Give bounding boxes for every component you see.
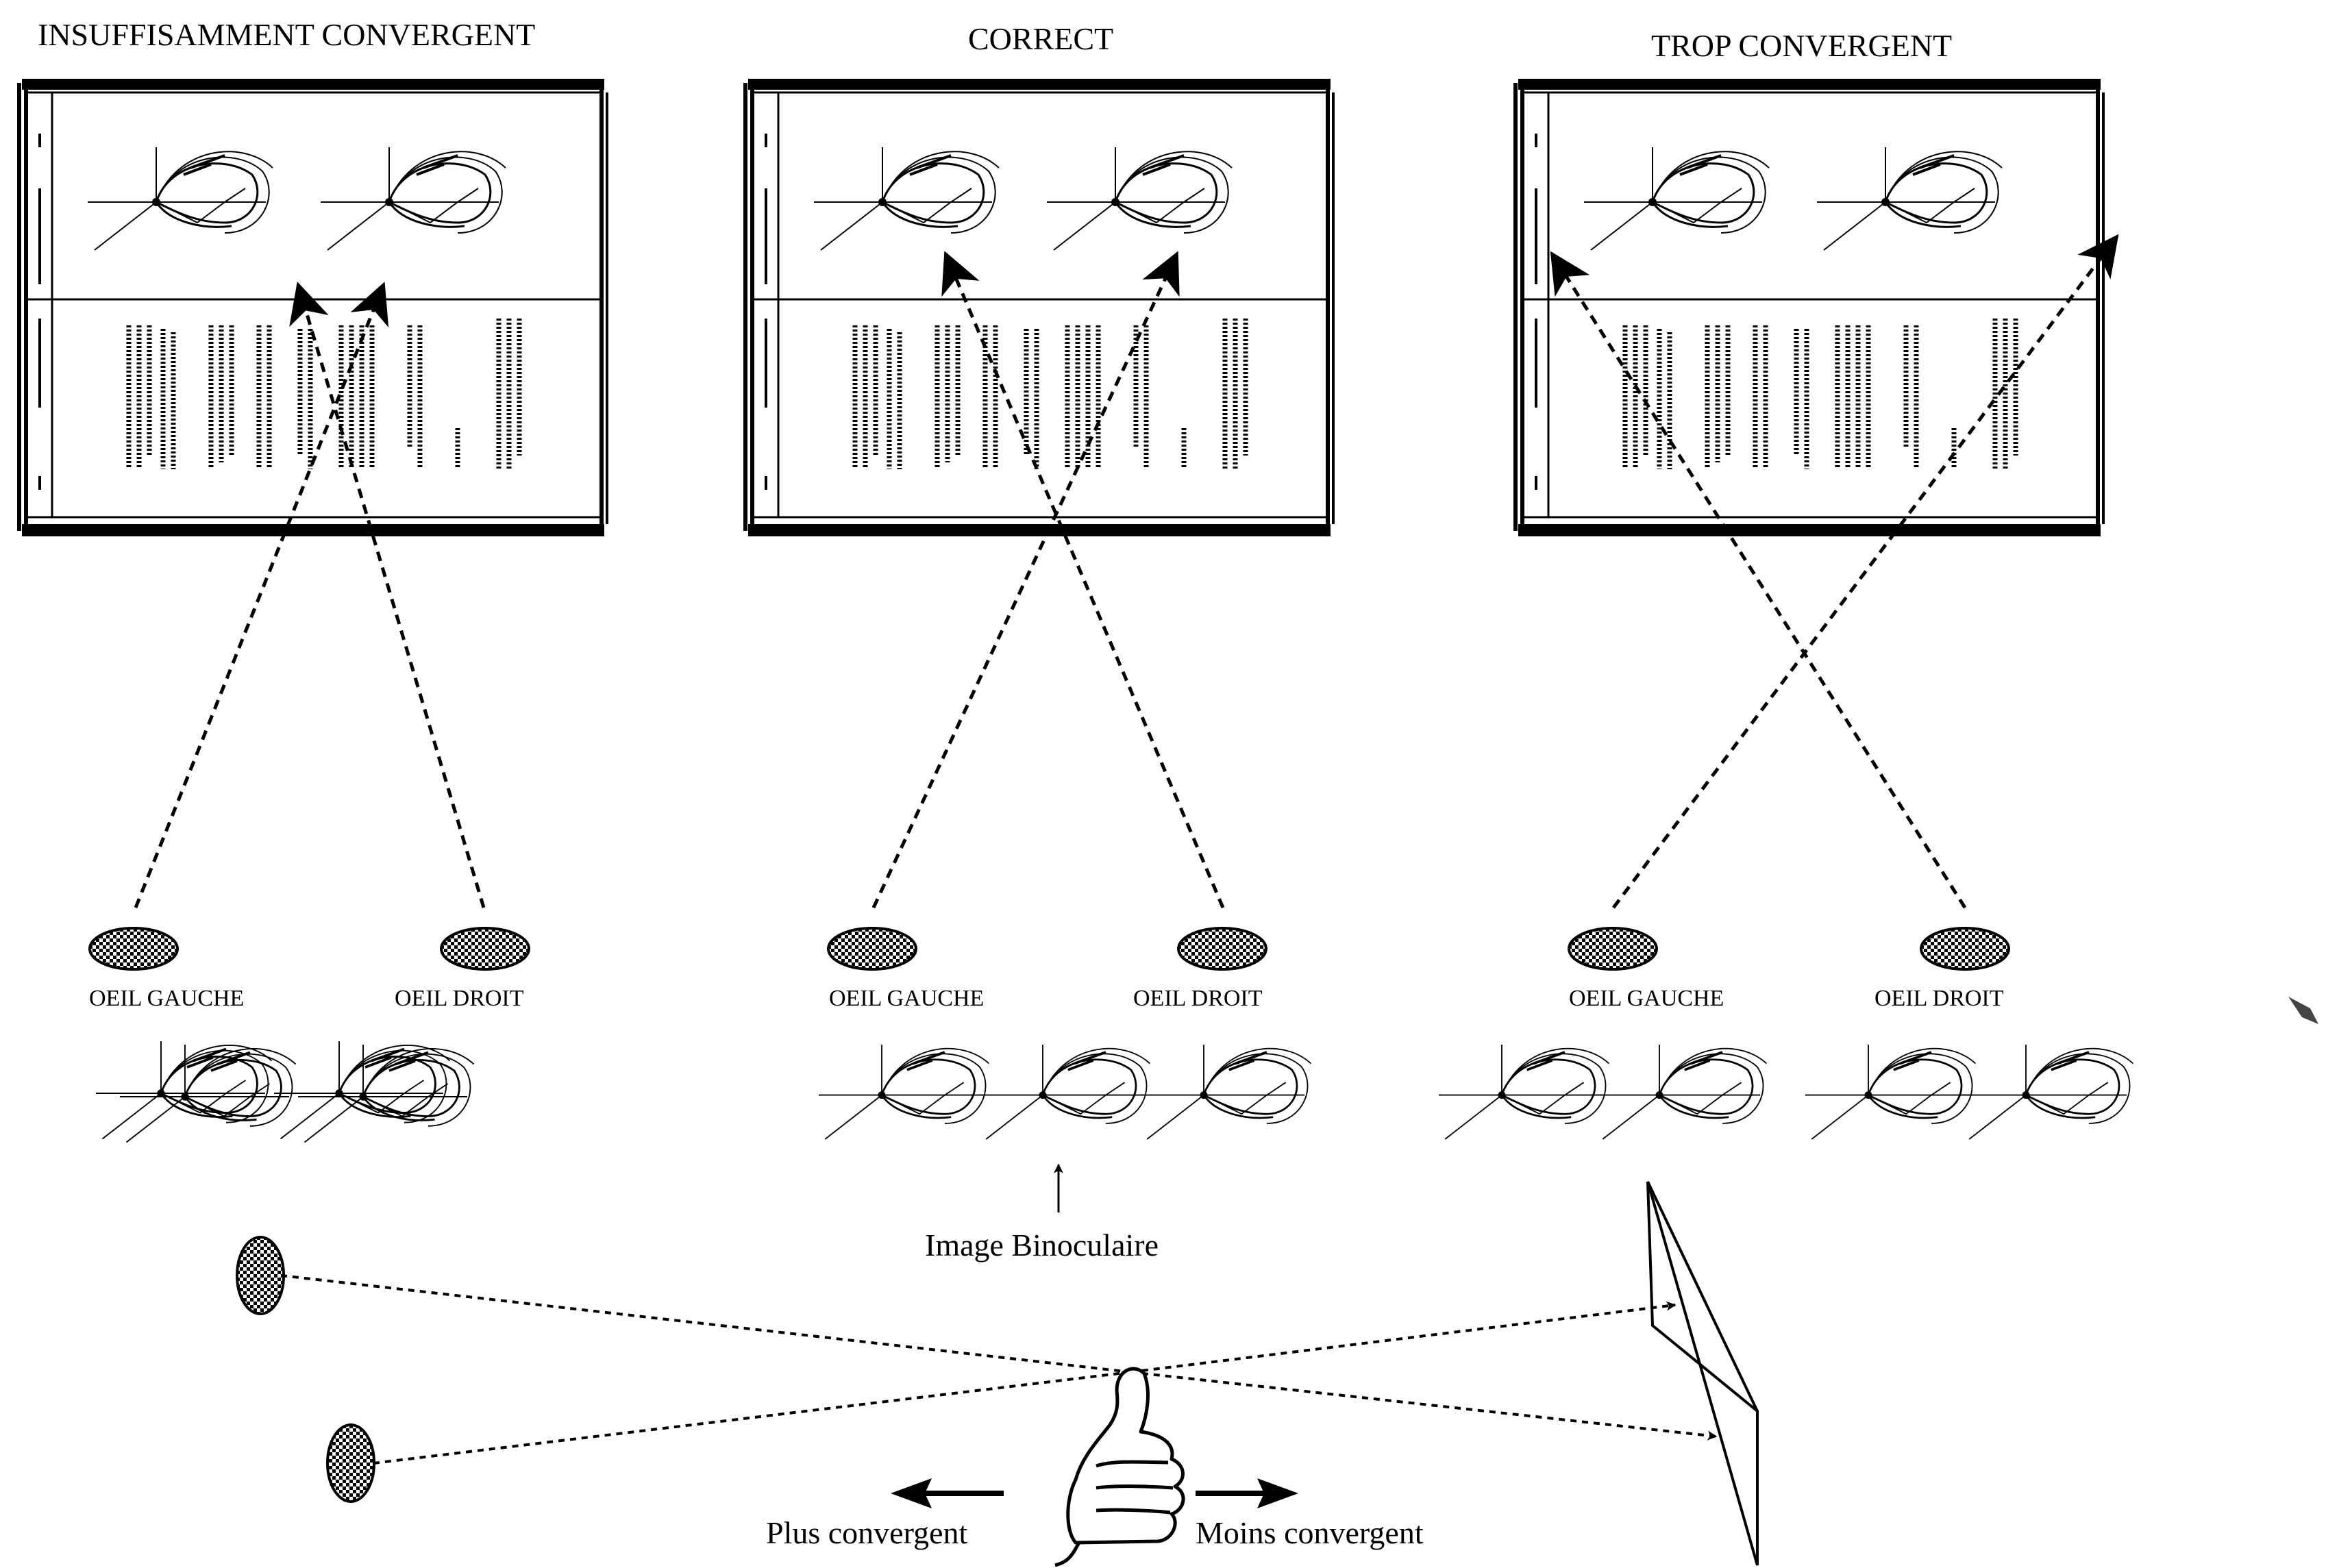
right-eye-label-insufficient: OEIL DROIT — [395, 986, 524, 1011]
more-convergent-arrow-icon — [891, 1478, 1004, 1508]
less-convergent-arrow-icon — [1196, 1478, 1298, 1508]
left-eye-too-much — [1568, 927, 1658, 971]
rays-correct — [871, 251, 1225, 909]
rays-insufficient — [134, 282, 486, 908]
thumb-demo: Plus convergent Moins convergent — [236, 1181, 1759, 1567]
demo-upper-eye — [236, 1236, 285, 1315]
left-eye-label-too-much: OEIL GAUCHE — [1569, 986, 1724, 1011]
panel-title-insufficient: INSUFFISAMMENT CONVERGENT — [38, 17, 535, 52]
perceived-images-correct — [817, 1043, 1313, 1141]
right-eye-correct — [1177, 927, 1267, 971]
right-eye-insufficient — [440, 927, 530, 971]
thumbs-up-hand-icon — [1054, 1367, 1185, 1567]
less-convergent-label: Moins convergent — [1196, 1515, 1424, 1550]
right-eye-too-much — [1920, 927, 2010, 971]
panel-title-correct: CORRECT — [968, 21, 1113, 56]
perceived-images-too-much — [1437, 1043, 2135, 1141]
left-eye-correct — [827, 927, 917, 971]
book-insufficient — [19, 79, 607, 536]
left-eye-insufficient — [88, 927, 179, 971]
more-convergent-label: Plus convergent — [766, 1515, 968, 1550]
projection-screen — [1646, 1181, 1759, 1566]
right-eye-label-too-much: OEIL DROIT — [1875, 986, 2004, 1011]
book-correct — [745, 79, 1333, 536]
book-too-much — [1515, 79, 2103, 536]
rays-too-much — [1550, 234, 2119, 909]
binocular-image-caption: Image Binoculaire — [925, 1228, 1159, 1262]
demo-lower-eye — [326, 1423, 375, 1503]
left-eye-label-correct: OEIL GAUCHE — [829, 986, 984, 1011]
right-eye-label-correct: OEIL DROIT — [1133, 986, 1263, 1011]
scan-speck — [2288, 997, 2318, 1024]
left-eye-label-insufficient: OEIL GAUCHE — [89, 986, 244, 1011]
panel-title-too-much: TROP CONVERGENT — [1651, 28, 1952, 63]
perceived-images-insufficient — [95, 1040, 475, 1144]
